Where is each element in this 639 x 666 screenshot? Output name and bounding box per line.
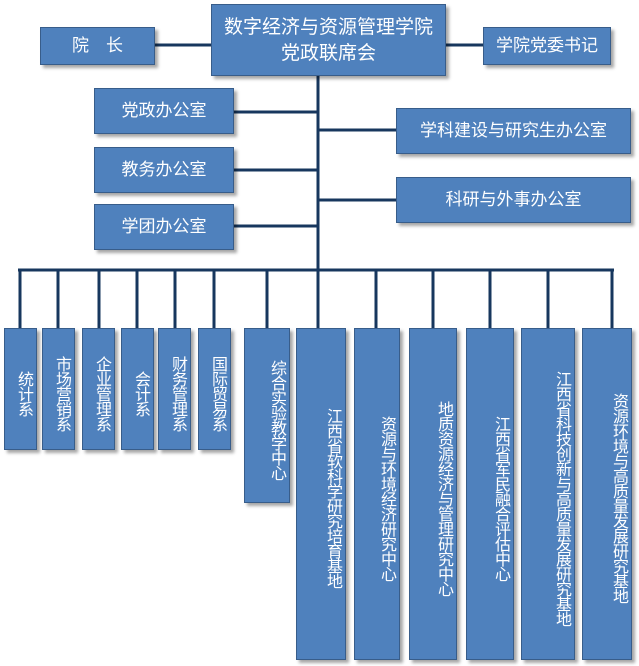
unit-label: 市场营销系 xyxy=(53,355,72,431)
unit-label: 统计系 xyxy=(15,370,34,416)
office-box: 学团办公室 xyxy=(94,204,234,250)
unit-box: 资源环境与高质量发展研究基地 xyxy=(582,328,632,660)
party-secretary-box: 学院党委书记 xyxy=(483,27,611,65)
unit-label: 江西省科技创新与高质量发展研究基地 xyxy=(553,370,572,626)
unit-box: 市场营销系 xyxy=(42,328,75,450)
office-box: 党政办公室 xyxy=(94,88,234,134)
joint-meeting-label: 党政联席会 xyxy=(280,42,376,64)
unit-label: 资源环境与高质量发展研究基地 xyxy=(610,393,629,603)
unit-box: 江西省软科学研究培育基地 xyxy=(296,328,346,660)
office-box: 科研与外事办公室 xyxy=(396,177,631,223)
office-label: 学科建设与研究生办公室 xyxy=(420,121,607,141)
college-name: 数字经济与资源管理学院 xyxy=(223,16,433,38)
office-box: 学科建设与研究生办公室 xyxy=(396,108,631,154)
office-label: 教务办公室 xyxy=(121,160,207,180)
unit-box: 综合实验教学中心 xyxy=(244,328,290,503)
office-label: 党政办公室 xyxy=(121,101,207,121)
unit-box: 国际贸易系 xyxy=(198,328,231,450)
unit-label: 江西省军民融合评估中心 xyxy=(492,415,511,581)
unit-box: 财务管理系 xyxy=(158,328,191,450)
office-label: 学团办公室 xyxy=(121,217,207,237)
party-secretary-label: 学院党委书记 xyxy=(496,36,598,56)
unit-box: 会计系 xyxy=(121,328,154,450)
unit-label: 企业管理系 xyxy=(93,355,112,431)
unit-label: 江西省软科学研究培育基地 xyxy=(324,408,343,588)
unit-box: 统计系 xyxy=(4,328,37,450)
unit-box: 江西省军民融合评估中心 xyxy=(466,328,514,660)
unit-box: 地质资源经济与管理研究中心 xyxy=(409,328,457,660)
office-label: 科研与外事办公室 xyxy=(445,190,582,210)
unit-label: 地质资源经济与管理研究中心 xyxy=(435,400,454,596)
unit-box: 企业管理系 xyxy=(82,328,115,450)
unit-box: 江西省科技创新与高质量发展研究基地 xyxy=(521,328,575,660)
unit-label: 综合实验教学中心 xyxy=(268,359,287,480)
office-box: 教务办公室 xyxy=(94,147,234,193)
dean-box: 院 长 xyxy=(40,27,155,65)
unit-label: 资源与环境经济研究中心 xyxy=(378,415,397,581)
unit-label: 财务管理系 xyxy=(169,355,188,431)
unit-box: 资源与环境经济研究中心 xyxy=(354,328,400,660)
unit-label: 会计系 xyxy=(132,370,151,416)
joint-meeting-box: 数字经济与资源管理学院 党政联席会 xyxy=(211,4,446,76)
unit-label: 国际贸易系 xyxy=(209,355,228,431)
dean-label: 院 长 xyxy=(72,36,123,56)
